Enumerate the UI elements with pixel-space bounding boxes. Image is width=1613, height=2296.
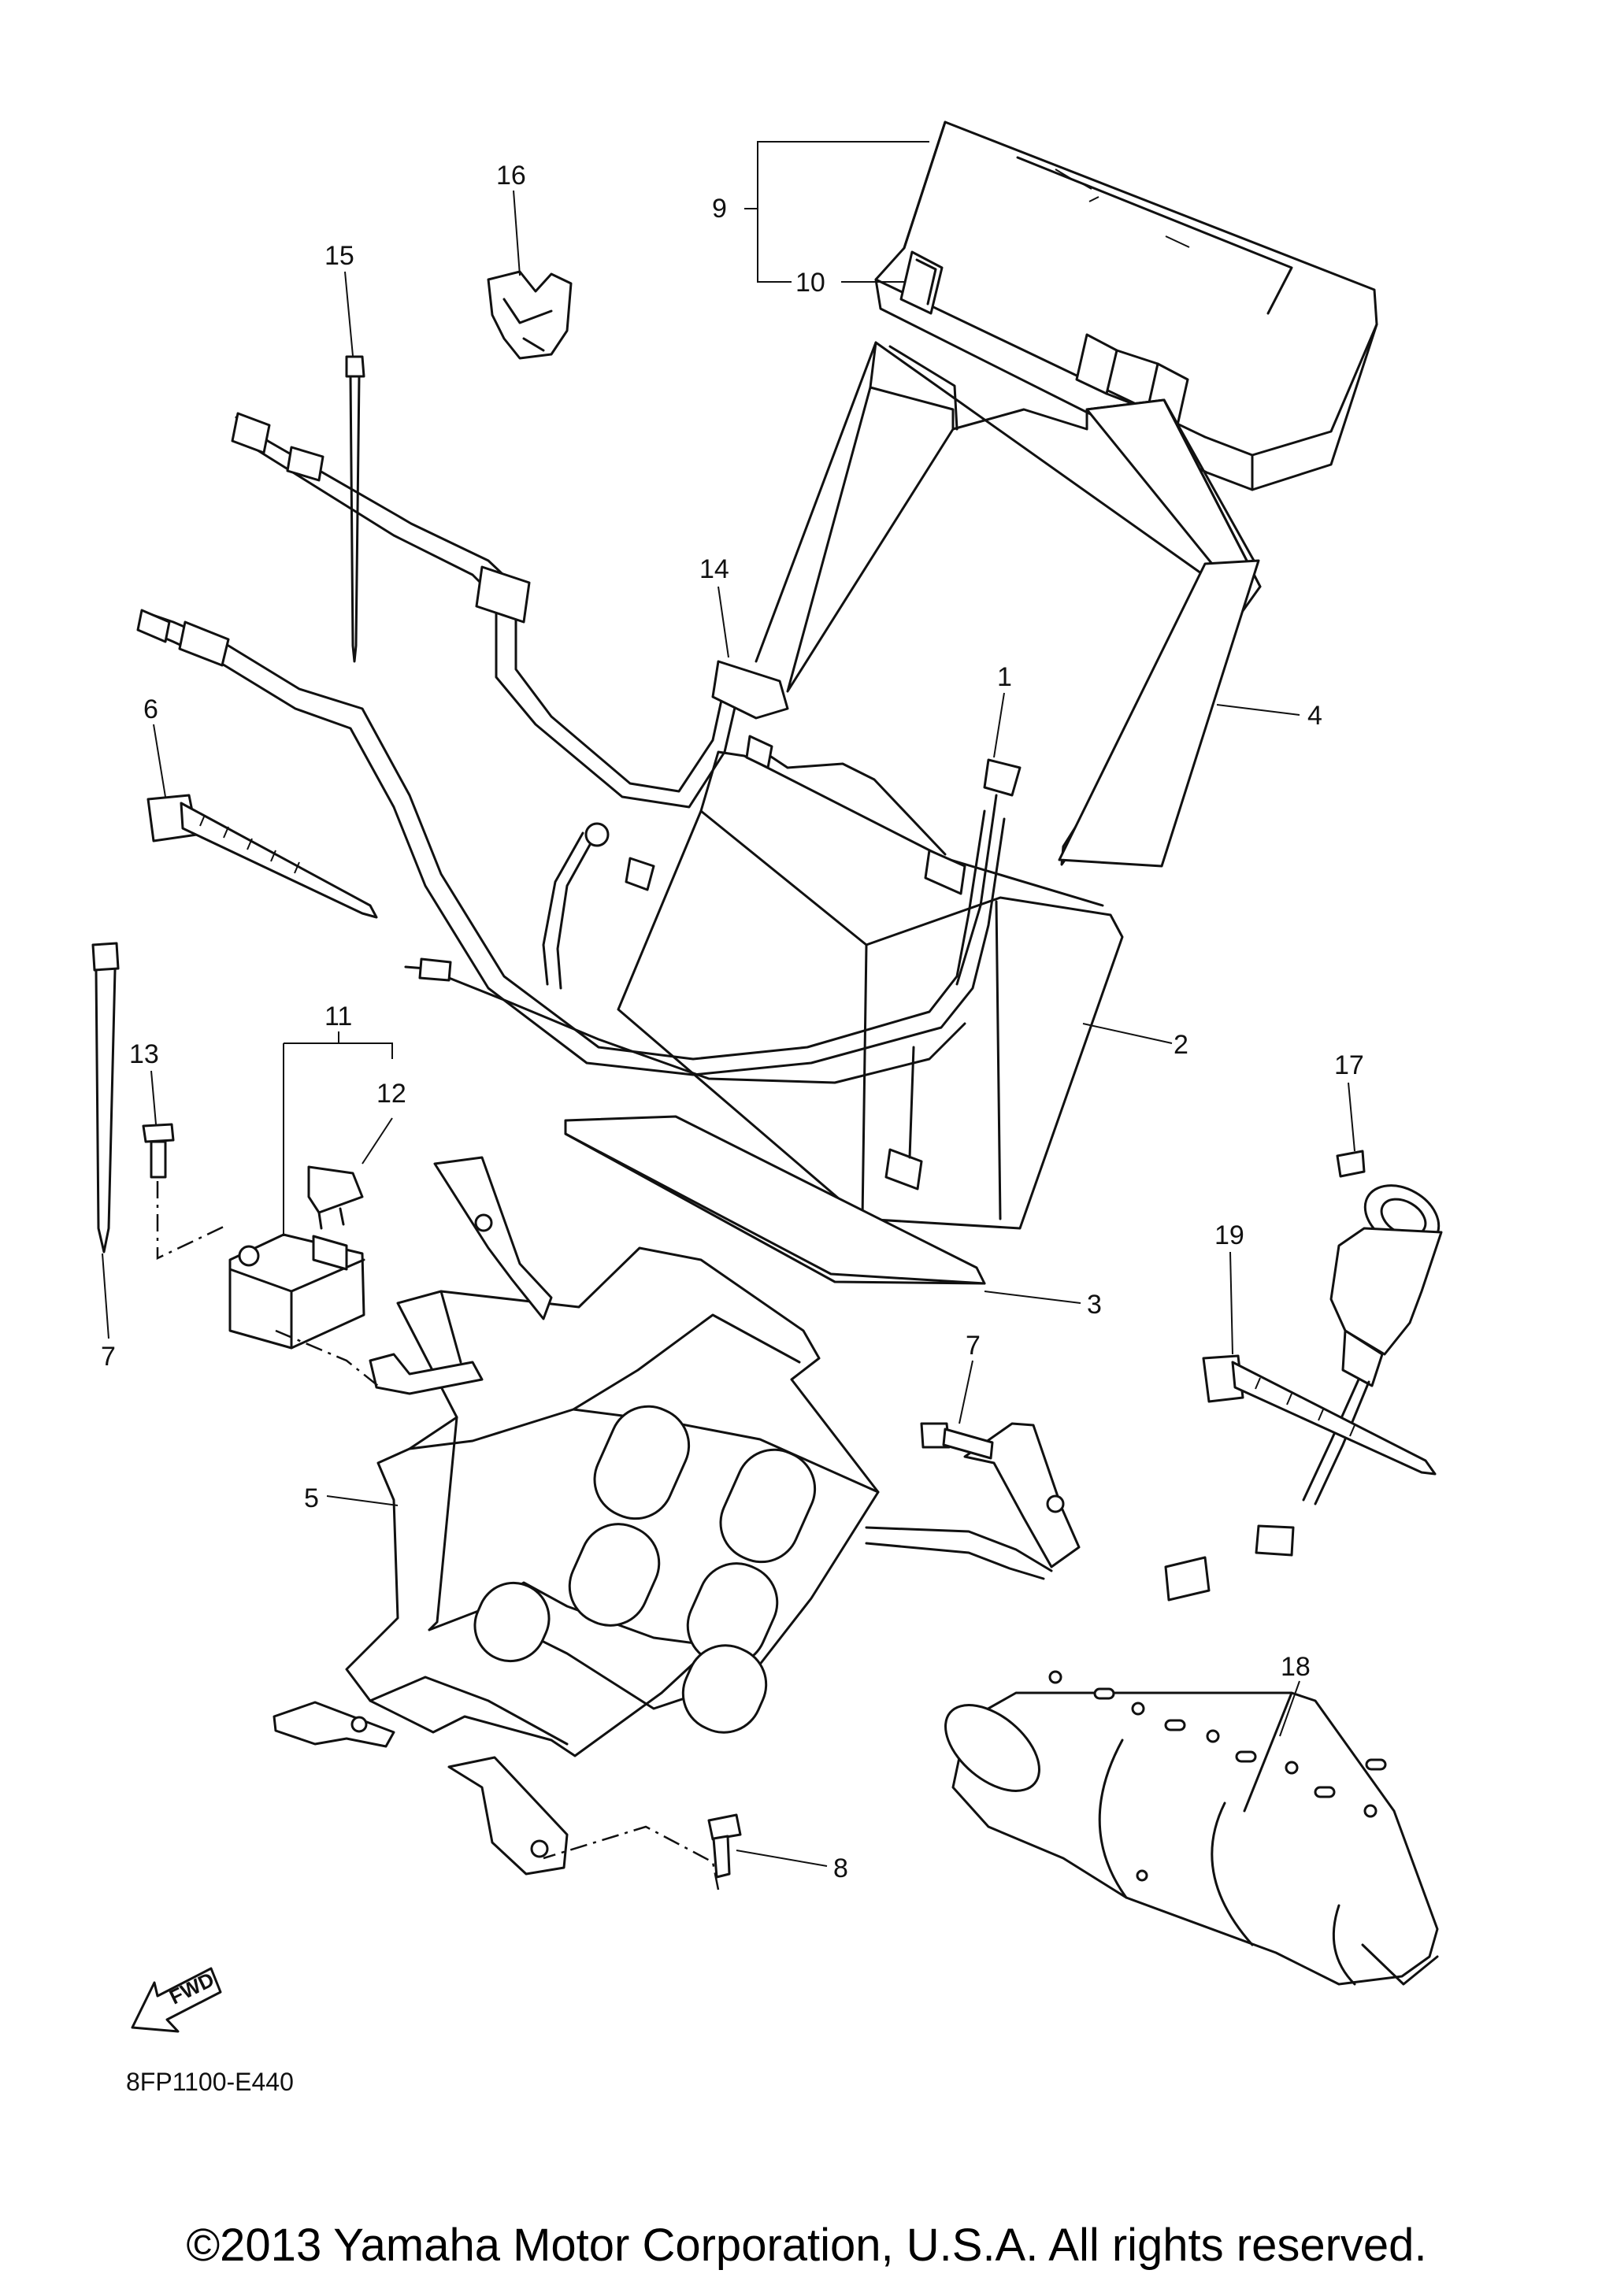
copyright-notice: ©2013 Yamaha Motor Corporation, U.S.A. A…: [186, 2220, 1427, 2271]
callout-14: 14: [699, 554, 729, 584]
dc-socket-17: [1164, 1150, 1443, 1602]
diagram-code: 8FP1100-E440: [126, 2068, 294, 2096]
cable-holder-6: [146, 794, 378, 919]
battery-pad: [564, 1115, 986, 1285]
callout-12: 12: [376, 1079, 406, 1109]
bolt-8: [707, 1813, 742, 1879]
callout-13: 13: [129, 1039, 159, 1069]
callout-5: 5: [304, 1483, 319, 1513]
fuse-12: [307, 1165, 364, 1230]
callout-7-left: 7: [101, 1342, 116, 1372]
leader-lines: [102, 141, 1355, 1867]
cable-tie-15: [345, 355, 365, 663]
heat-shield-18: [944, 1670, 1439, 1986]
cable-tie-7-left: [91, 942, 120, 1254]
callout-11: 11: [324, 1002, 353, 1031]
battery-band: [755, 341, 1262, 868]
bolt-13: [142, 1123, 175, 1179]
callout-1: 1: [997, 662, 1012, 692]
cable-tie-19: [1202, 1354, 1437, 1476]
battery-cover: [874, 120, 1378, 491]
callout-18: 18: [1281, 1652, 1311, 1682]
callout-7-right: 7: [966, 1331, 981, 1361]
battery-leads: [136, 412, 1022, 1084]
callout-10: 10: [795, 268, 825, 298]
bolt-7-right: [920, 1422, 994, 1460]
callout-8: 8: [833, 1853, 848, 1883]
callout-9: 9: [712, 194, 727, 224]
callout-19: 19: [1214, 1220, 1244, 1250]
callout-6: 6: [143, 694, 158, 724]
battery-box: [273, 1156, 1081, 1876]
callout-16: 16: [496, 161, 526, 191]
callout-3: 3: [1087, 1290, 1102, 1320]
callout-2: 2: [1174, 1030, 1188, 1060]
fwd-arrow: [131, 1967, 222, 2033]
starter-relay-11: [228, 1233, 365, 1350]
assembly-lines: [156, 1181, 720, 1890]
clamp-16: [487, 270, 573, 360]
callout-15: 15: [324, 241, 354, 271]
callout-4: 4: [1307, 701, 1322, 731]
callout-17: 17: [1334, 1050, 1364, 1080]
